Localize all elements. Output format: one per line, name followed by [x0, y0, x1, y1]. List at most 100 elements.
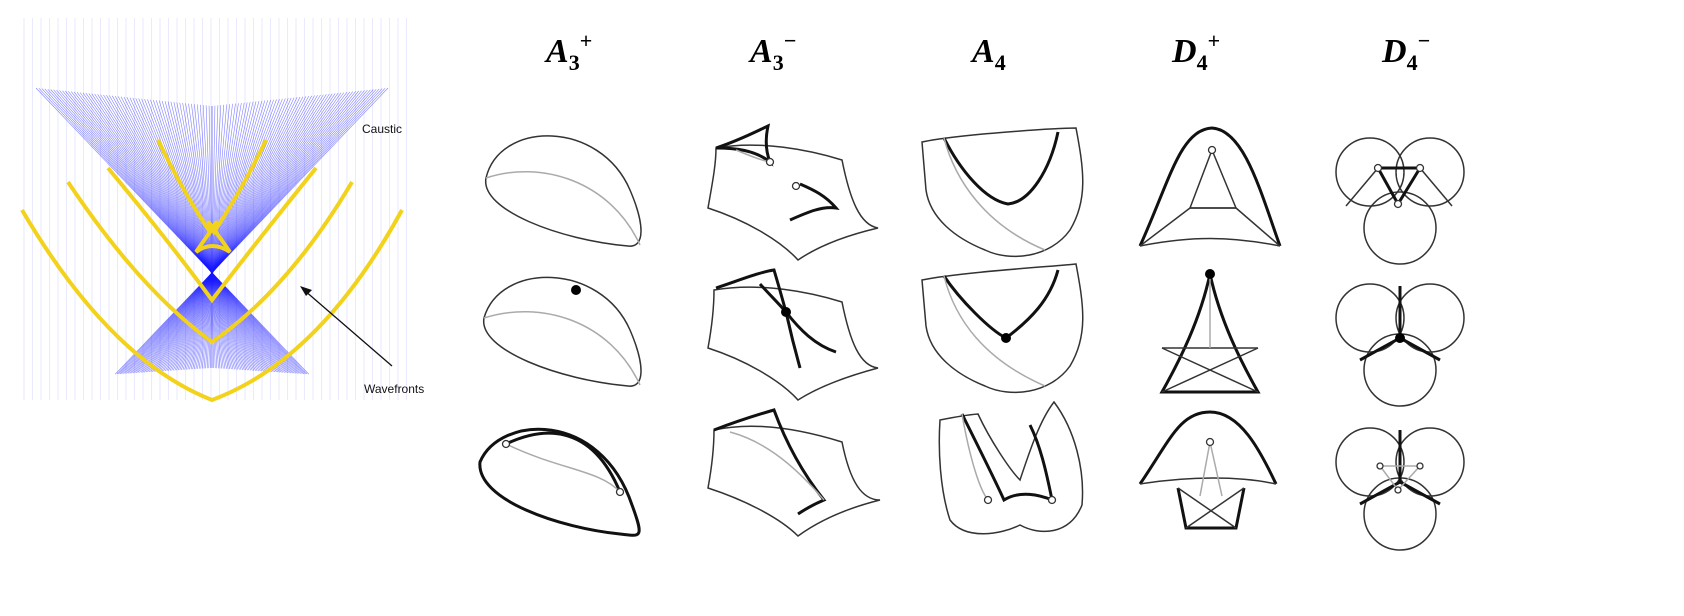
ray-line	[153, 99, 245, 371]
ray-line	[203, 104, 227, 369]
ray-line	[205, 104, 225, 369]
ray-line	[126, 89, 368, 374]
ray-line	[73, 91, 289, 374]
column-d4-plus	[1138, 126, 1282, 530]
ray-line	[76, 92, 287, 373]
ray-line	[208, 105, 219, 369]
ray-line	[127, 90, 365, 374]
singular-point	[571, 285, 581, 295]
ray-line	[150, 99, 247, 371]
ray-line	[94, 93, 277, 373]
ray-line	[158, 95, 310, 372]
ray-line	[179, 99, 271, 371]
a4-row2	[921, 263, 1084, 394]
ray-line	[164, 101, 239, 370]
ray-line	[145, 93, 333, 373]
d4-minus-row2	[1335, 283, 1465, 407]
ray-line	[181, 100, 269, 370]
wavefront-curve-inner	[106, 166, 318, 304]
column-a3-minus	[707, 123, 881, 537]
header-a3-minus: A3−	[748, 28, 796, 75]
a4-row1	[921, 127, 1084, 258]
ray-line	[160, 96, 307, 372]
ray-line	[68, 91, 292, 374]
ray-line	[123, 89, 374, 374]
ray-line	[161, 96, 304, 372]
ray-line	[167, 101, 237, 370]
ray-line	[148, 94, 327, 373]
ray-line	[116, 88, 386, 375]
ray-line	[202, 104, 230, 369]
ray-line	[179, 102, 231, 370]
wavefront-swallowtail	[156, 139, 268, 254]
ray-line	[35, 87, 310, 375]
header-d4-minus: D4−	[1381, 28, 1430, 75]
ray-line	[85, 92, 282, 373]
ray-line	[65, 90, 293, 374]
ray-line	[62, 90, 295, 374]
ray-line	[147, 93, 330, 373]
ray-line	[143, 93, 336, 373]
column-headers: A3+ A3− A4 D4+ D4−	[544, 28, 1430, 75]
ray-line	[120, 96, 263, 372]
ray-line	[137, 92, 348, 373]
ray-line	[199, 104, 219, 369]
d4-plus-row1	[1138, 126, 1282, 247]
ray-line	[163, 96, 301, 372]
d4-plus-row2	[1159, 269, 1261, 394]
wavefront-arrow	[303, 289, 393, 367]
ray-line	[114, 87, 389, 375]
ray-line	[184, 100, 263, 370]
wavefront-curve-outer	[20, 208, 404, 403]
d4-plus-row3	[1138, 410, 1278, 530]
ray-line	[155, 95, 315, 372]
header-a3-plus: A3+	[544, 28, 592, 75]
ray-line	[147, 99, 248, 371]
a4-row3	[938, 400, 1084, 535]
ray-line	[161, 100, 240, 370]
ray-line	[119, 88, 380, 375]
ray-line	[140, 92, 342, 373]
ray-line	[205, 105, 216, 369]
ray-line	[100, 94, 274, 373]
singular-point	[1205, 269, 1215, 279]
ray-line	[44, 88, 305, 375]
ray-line	[132, 91, 356, 374]
d4-minus-row1	[1335, 137, 1465, 265]
ray-line	[38, 88, 308, 375]
column-d4-minus	[1335, 137, 1465, 551]
header-a4: A4	[970, 33, 1006, 75]
ray-line	[97, 94, 276, 373]
ray-line	[121, 88, 377, 374]
ray-line	[173, 102, 234, 370]
a3-plus-row3	[478, 427, 641, 537]
ray-line	[155, 100, 243, 370]
ray-line	[117, 96, 264, 372]
ray-line	[109, 95, 269, 372]
ray-line	[206, 105, 222, 369]
caustic-wavefront-panel: Caustic Wavefronts	[20, 18, 424, 403]
ray-line	[82, 92, 284, 373]
caustic-label: Caustic	[362, 122, 402, 136]
a3-plus-row1	[485, 135, 642, 247]
ray-line	[103, 94, 272, 372]
ray-line	[189, 101, 254, 370]
singular-point	[1395, 333, 1405, 343]
ray-line	[170, 101, 235, 370]
ray-line	[41, 88, 306, 375]
singular-point	[1001, 333, 1011, 343]
ray-line	[142, 92, 339, 373]
ray-line	[91, 93, 279, 373]
ray-line	[153, 95, 318, 372]
ray-line	[156, 95, 312, 372]
arrow-head	[300, 286, 312, 296]
a3-minus-row2	[707, 268, 879, 401]
ray-line	[150, 94, 324, 373]
ray-line	[124, 89, 371, 374]
wavefront-curves	[20, 139, 404, 403]
wavefronts-label: Wavefronts	[364, 382, 424, 396]
ray-line	[59, 90, 297, 374]
ray-line	[56, 89, 298, 374]
column-a3-plus	[478, 135, 642, 537]
